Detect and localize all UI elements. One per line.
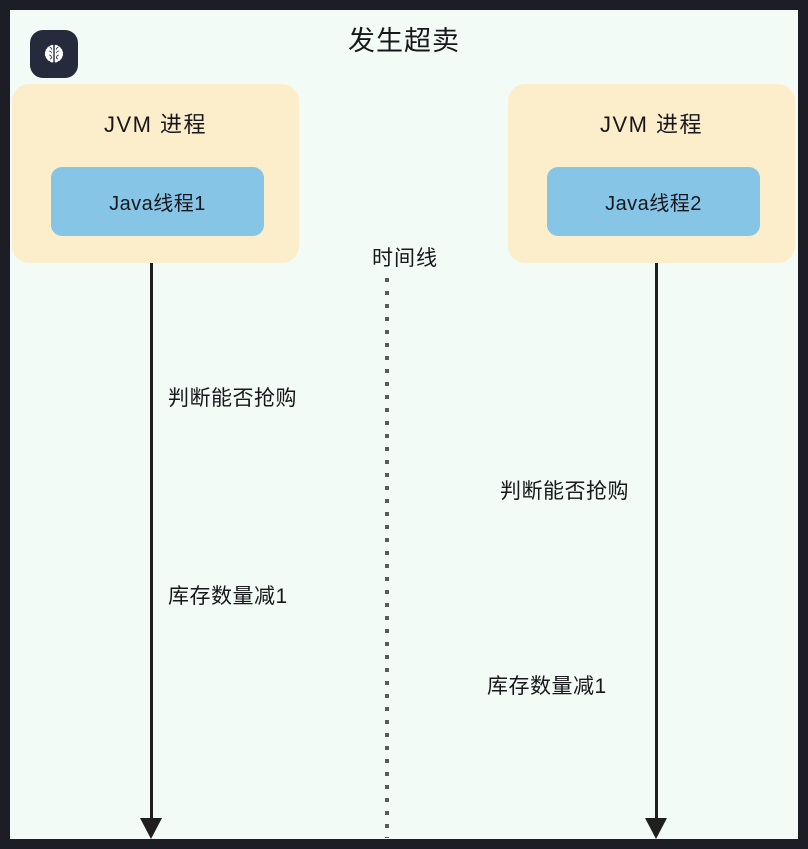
event-label-thread2-step2: 库存数量减1 [487, 675, 607, 698]
diagram-panel: 发生超卖 JVM 进程 Java线程1 JVM 进程 Java线程2 时间线 判… [10, 10, 798, 839]
lifeline-arrow-2 [655, 263, 658, 823]
arrowhead-icon-2 [645, 818, 667, 839]
brain-badge[interactable] [30, 30, 78, 78]
brain-icon [42, 42, 66, 66]
jvm-process-title-2: JVM 进程 [599, 112, 704, 137]
page-title: 发生超卖 [348, 26, 460, 56]
event-label-thread1-step1: 判断能否抢购 [168, 387, 297, 410]
jvm-process-box-2: JVM 进程 Java线程2 [508, 84, 795, 263]
lifeline-arrow-1 [150, 263, 153, 823]
timeline-label: 时间线 [372, 247, 438, 270]
java-thread-box-2[interactable]: Java线程2 [547, 167, 760, 236]
java-thread-label-2: Java线程2 [605, 193, 702, 215]
java-thread-label-1: Java线程1 [109, 193, 206, 215]
java-thread-box-1[interactable]: Java线程1 [51, 167, 264, 236]
event-label-thread1-step2: 库存数量减1 [168, 585, 288, 608]
jvm-process-box-1: JVM 进程 Java线程1 [12, 84, 299, 263]
event-label-thread2-step1: 判断能否抢购 [500, 480, 629, 503]
timeline-dotted-line [385, 278, 389, 838]
jvm-process-title-1: JVM 进程 [103, 112, 208, 137]
arrowhead-icon-1 [140, 818, 162, 839]
